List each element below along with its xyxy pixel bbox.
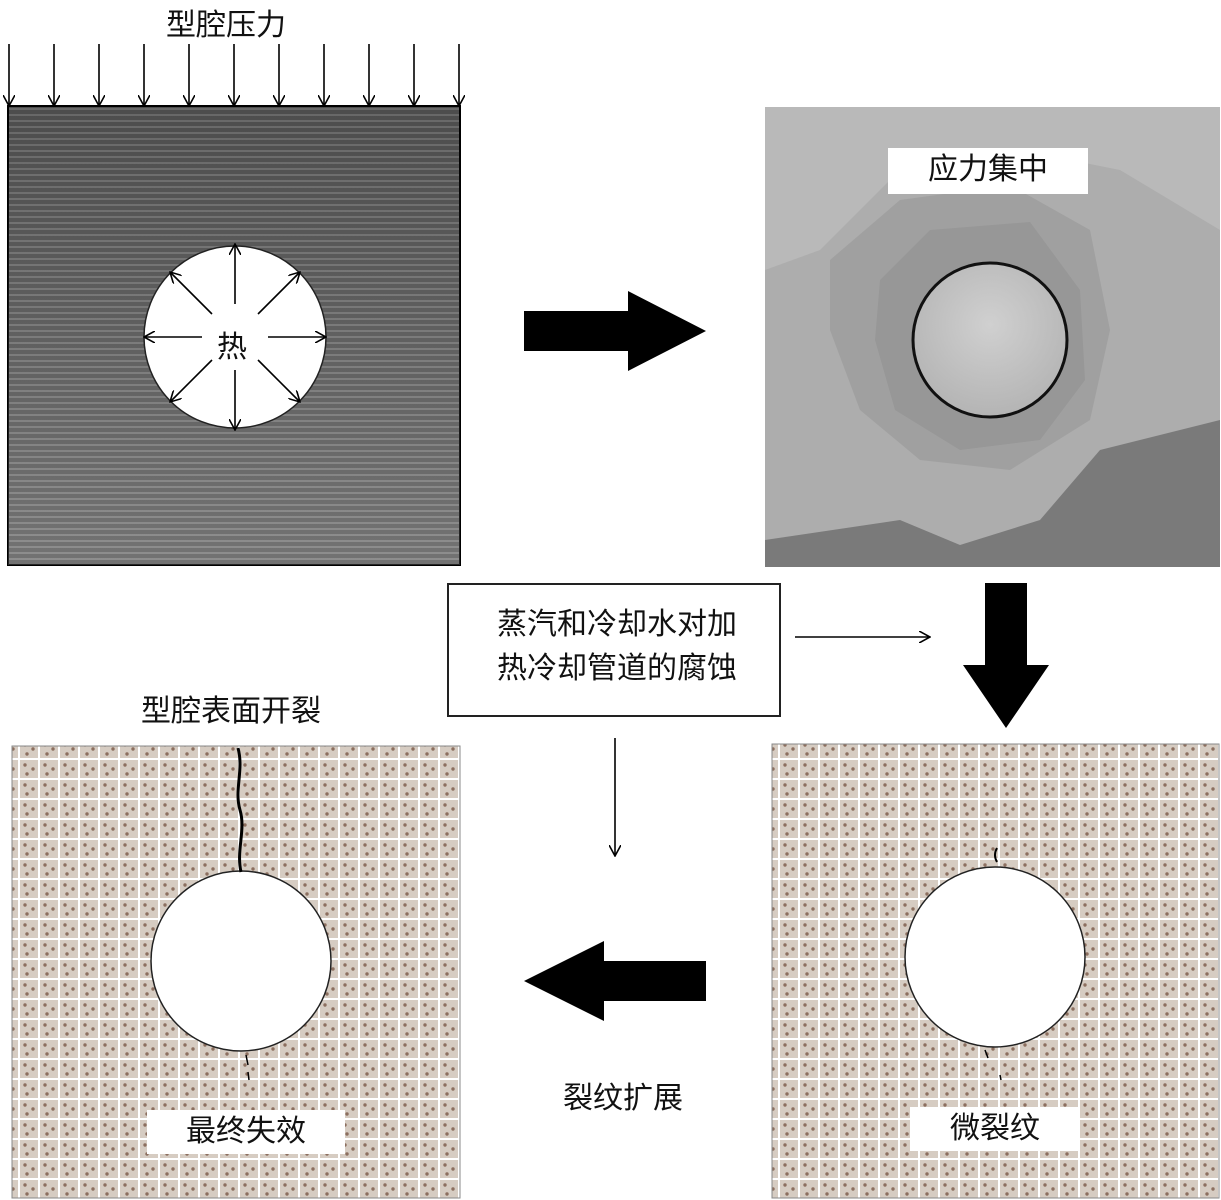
corrosion-box: 蒸汽和冷却水对加 热冷却管道的腐蚀: [447, 583, 781, 717]
stress-concentration-label: 应力集中: [888, 148, 1088, 194]
micro-crack-line: [994, 847, 998, 863]
crack-propagation-label: 裂纹扩展: [563, 1081, 683, 1116]
micro-crack-hole: [904, 866, 1086, 1048]
stressed-hole: [911, 261, 1069, 419]
final-failure-label: 最终失效: [147, 1110, 345, 1154]
failed-hole: [150, 870, 332, 1052]
big-arrow-right: [524, 291, 706, 371]
pressure-panel: [8, 44, 460, 566]
big-arrow-down: [963, 583, 1049, 728]
cavity-pressure-label: 型腔压力: [166, 8, 286, 43]
corrosion-text-line1: 蒸汽和冷却水对加: [497, 607, 737, 642]
pressure-arrows: [9, 44, 459, 106]
corrosion-text-line2: 热冷却管道的腐蚀: [497, 651, 737, 686]
heat-label: 热: [217, 330, 247, 365]
surface-cracking-label: 型腔表面开裂: [141, 694, 321, 729]
through-crack-line: [236, 747, 244, 873]
heat-arrows: [144, 244, 326, 430]
big-arrow-left: [524, 941, 706, 1021]
micro-crack-label: 微裂纹: [910, 1107, 1080, 1151]
